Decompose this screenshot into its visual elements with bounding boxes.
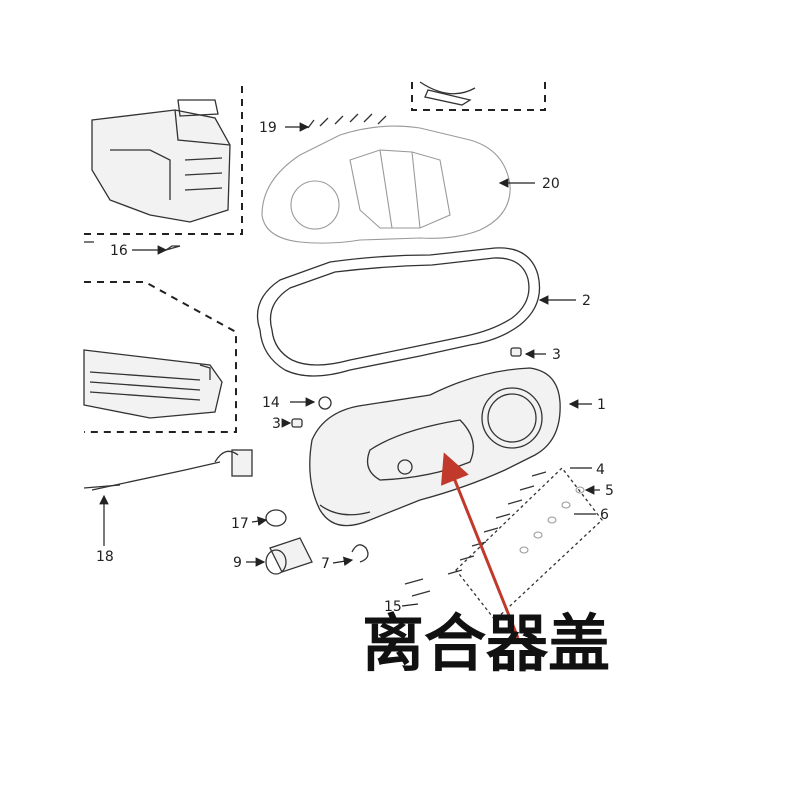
fan-shroud-part bbox=[91, 99, 231, 223]
clutch-cover-part bbox=[309, 367, 561, 527]
annotation-arrow bbox=[440, 452, 520, 639]
label-5: 5 bbox=[605, 483, 614, 499]
leader-15 bbox=[401, 603, 419, 607]
mid-left-frame bbox=[84, 281, 237, 433]
label-3b: 3 bbox=[272, 416, 281, 432]
label-14: 14 bbox=[262, 395, 280, 411]
leader-17 bbox=[251, 516, 268, 526]
label-19: 19 bbox=[259, 120, 277, 136]
label-16: 16 bbox=[110, 243, 128, 259]
clutch-cover-caption: 离合器盖 bbox=[362, 607, 610, 680]
label-3a: 3 bbox=[552, 347, 561, 363]
leader-7 bbox=[332, 556, 354, 567]
gasket-20 bbox=[261, 125, 511, 244]
top-right-frame bbox=[411, 82, 546, 111]
label-7: 7 bbox=[321, 556, 330, 572]
label-18: 18 bbox=[96, 549, 114, 565]
label-20: 20 bbox=[542, 176, 560, 192]
label-9: 9 bbox=[233, 555, 242, 571]
label-4: 4 bbox=[596, 462, 605, 478]
top-left-frame bbox=[84, 86, 243, 235]
air-duct-part bbox=[83, 349, 223, 419]
gasket-2 bbox=[256, 247, 541, 377]
top-right-part bbox=[419, 81, 476, 106]
label-6: 6 bbox=[600, 507, 609, 523]
label-17: 17 bbox=[231, 516, 249, 532]
label-2: 2 bbox=[582, 293, 591, 309]
bolts-19 bbox=[307, 113, 387, 129]
label-15: 15 bbox=[384, 599, 402, 615]
small-parts bbox=[83, 241, 522, 575]
label-1: 1 bbox=[597, 397, 606, 413]
